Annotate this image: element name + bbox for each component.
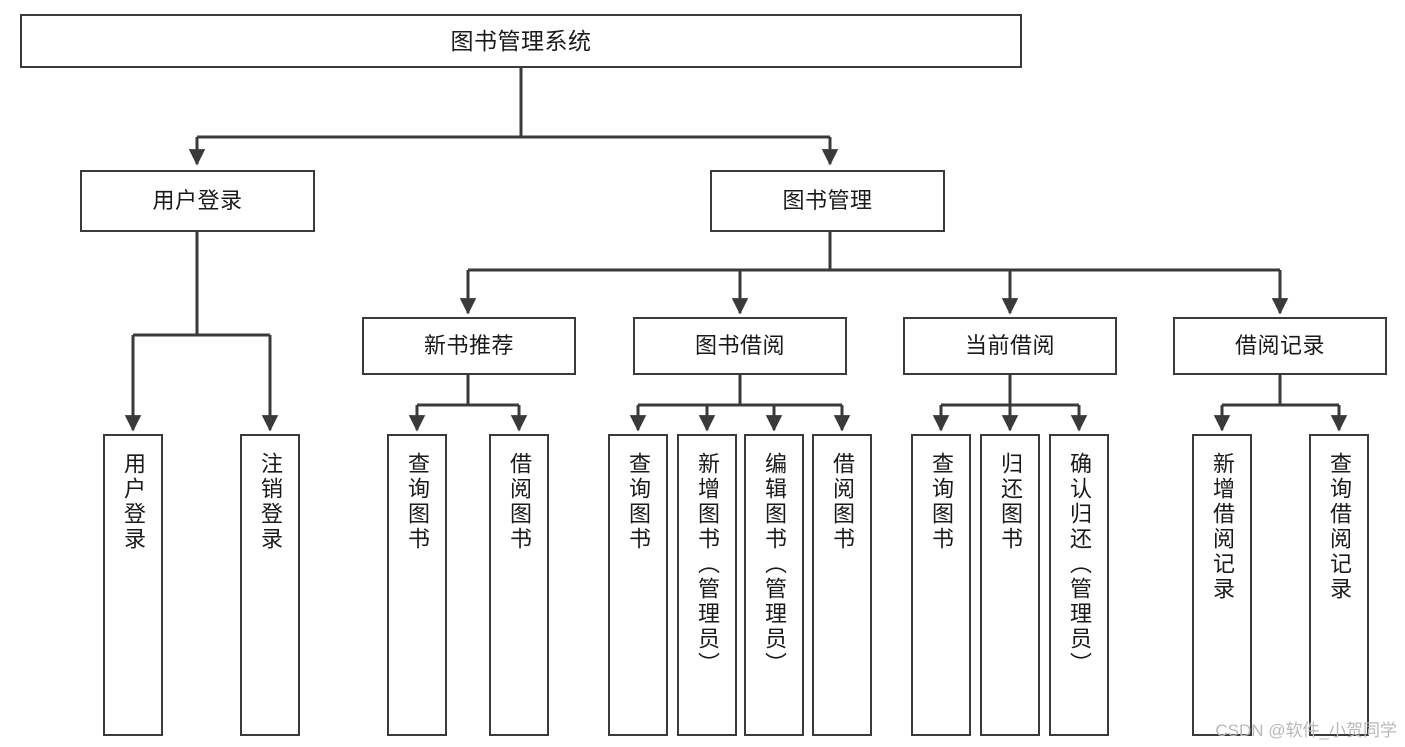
node-label: 查询图书 xyxy=(929,452,954,552)
node-label: 图书管理 xyxy=(782,188,873,214)
node-label: 借阅记录 xyxy=(1234,333,1325,359)
node-branch-new-book-recommend[interactable]: 新书推荐 xyxy=(362,317,576,375)
node-leaf-user-login[interactable]: 用户登录 xyxy=(103,434,163,736)
node-leaf-logout[interactable]: 注销登录 xyxy=(240,434,300,736)
node-branch-book-management[interactable]: 图书管理 xyxy=(710,170,945,232)
node-leaf-query-borrow-record[interactable]: 查询借阅记录 xyxy=(1309,434,1369,736)
node-leaf-edit-book-admin[interactable]: 编辑图书（管理员） xyxy=(744,434,804,736)
node-label: 图书借阅 xyxy=(694,333,785,359)
node-branch-book-borrow[interactable]: 图书借阅 xyxy=(633,317,847,375)
node-root-book-management-system[interactable]: 图书管理系统 xyxy=(20,14,1022,68)
node-label: 图书管理系统 xyxy=(450,27,592,54)
node-label: 确认归还（管理员） xyxy=(1067,452,1092,677)
csdn-watermark: CSDN @软件_小贺同学 xyxy=(1215,721,1397,740)
node-leaf-borrow-book[interactable]: 借阅图书 xyxy=(812,434,872,736)
node-leaf-add-book-admin[interactable]: 新增图书（管理员） xyxy=(677,434,737,736)
node-branch-current-borrow[interactable]: 当前借阅 xyxy=(903,317,1117,375)
node-branch-user-login[interactable]: 用户登录 xyxy=(80,170,315,232)
node-label: 借阅图书 xyxy=(830,452,855,552)
node-label: 查询借阅记录 xyxy=(1327,452,1352,602)
node-leaf-borrow-book-recommend[interactable]: 借阅图书 xyxy=(489,434,549,736)
node-leaf-query-book-current[interactable]: 查询图书 xyxy=(911,434,971,736)
node-label: 用户登录 xyxy=(121,452,146,552)
node-leaf-return-book[interactable]: 归还图书 xyxy=(980,434,1040,736)
node-label: 借阅图书 xyxy=(507,452,532,552)
node-leaf-query-book-recommend[interactable]: 查询图书 xyxy=(387,434,447,736)
node-label: 编辑图书（管理员） xyxy=(762,452,787,677)
node-label: 当前借阅 xyxy=(964,333,1055,359)
node-label: 归还图书 xyxy=(998,452,1023,552)
node-label: 新增图书（管理员） xyxy=(695,452,720,677)
node-label: 用户登录 xyxy=(152,188,243,214)
node-leaf-query-book[interactable]: 查询图书 xyxy=(608,434,668,736)
node-leaf-confirm-return-admin[interactable]: 确认归还（管理员） xyxy=(1049,434,1109,736)
node-label: 新书推荐 xyxy=(423,333,514,359)
node-branch-borrow-record[interactable]: 借阅记录 xyxy=(1173,317,1387,375)
node-label: 查询图书 xyxy=(626,452,651,552)
node-leaf-add-borrow-record[interactable]: 新增借阅记录 xyxy=(1192,434,1252,736)
node-label: 注销登录 xyxy=(258,452,283,552)
node-label: 新增借阅记录 xyxy=(1210,452,1235,602)
node-label: 查询图书 xyxy=(405,452,430,552)
